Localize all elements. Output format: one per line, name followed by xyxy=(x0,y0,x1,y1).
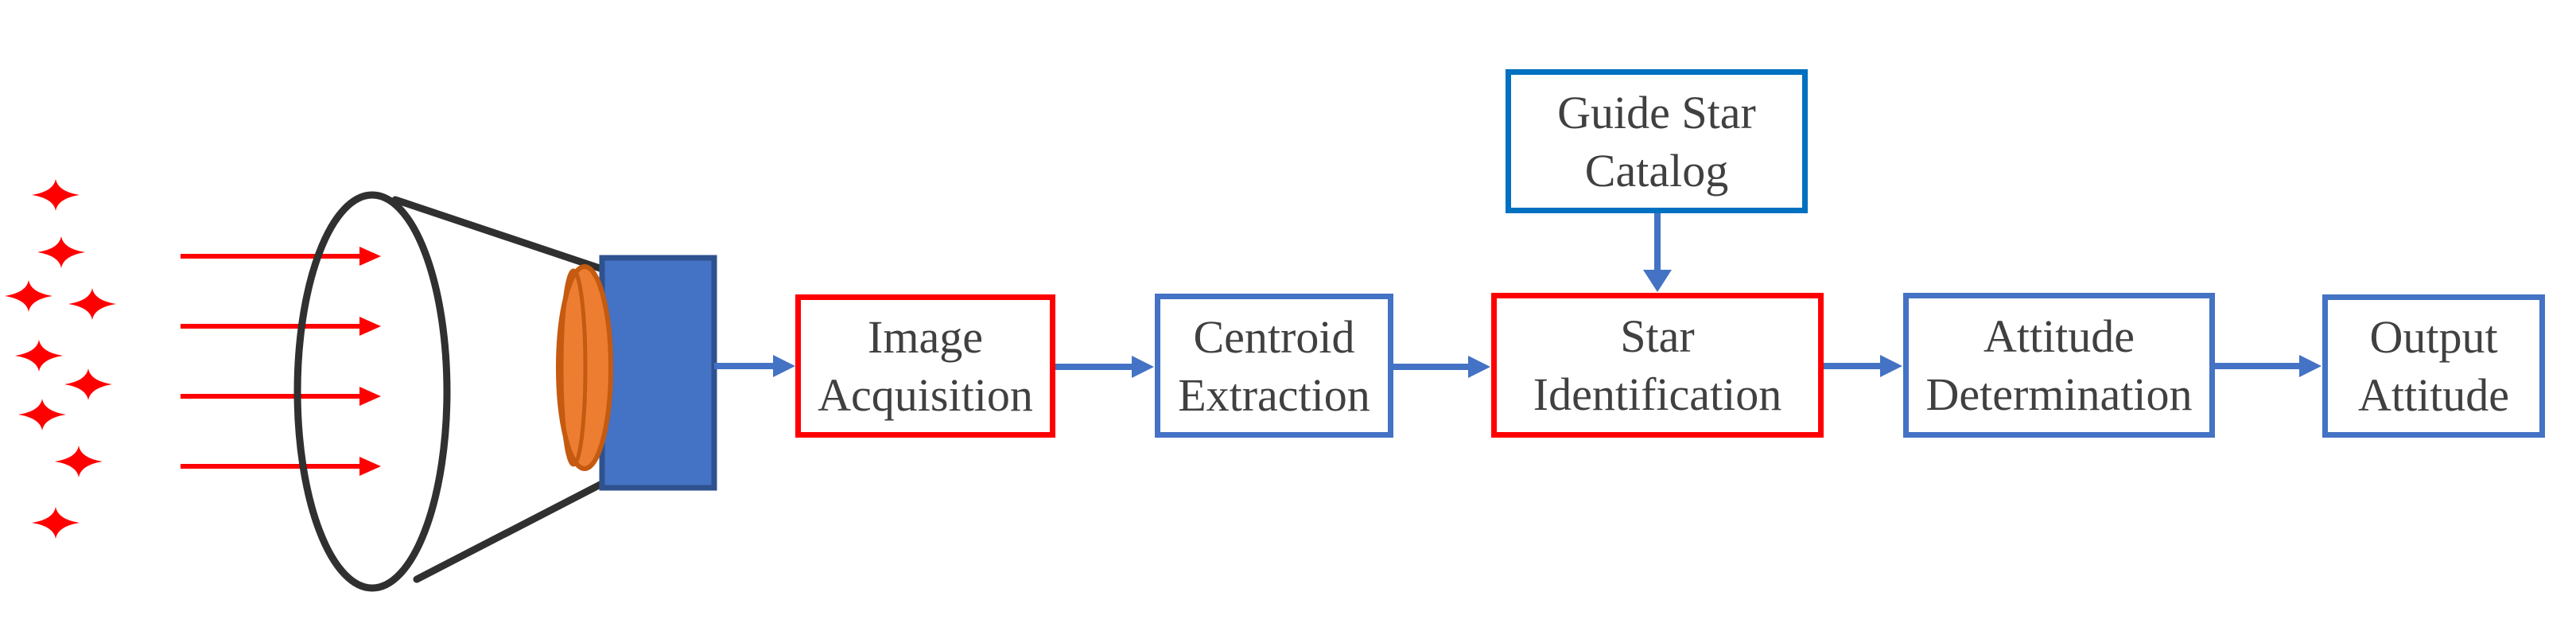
star-icon xyxy=(15,340,63,372)
box-centroid-extraction: Centroid Extraction xyxy=(1155,294,1393,438)
telescope-icon xyxy=(293,191,717,592)
telescope-cone-top-line xyxy=(391,196,608,274)
stars-group xyxy=(5,179,116,539)
box-label-line: Star xyxy=(1620,310,1695,362)
telescope-aperture-ellipse xyxy=(293,191,451,592)
box-label-line: Image xyxy=(868,311,983,363)
arrow-star-identification-to-attitude-determination xyxy=(1824,355,1902,377)
box-label-line: Centroid xyxy=(1193,310,1355,363)
arrow-image-acquisition-to-centroid-extraction xyxy=(1055,356,1154,378)
star-icon xyxy=(37,236,85,268)
box-output-attitude: Output Attitude xyxy=(2322,294,2545,438)
light-ray-arrowhead-icon xyxy=(359,317,381,336)
box-label-line: Extraction xyxy=(1178,368,1370,421)
box-label-line: Guide Star xyxy=(1557,86,1756,138)
arrow-centroid-extraction-to-star-identification xyxy=(1393,356,1490,378)
box-label-line: Identification xyxy=(1533,368,1782,420)
image-sensor-icon xyxy=(599,255,717,491)
arrow-head-icon xyxy=(773,355,795,377)
star-icon xyxy=(32,507,80,539)
lens-front-face-line xyxy=(559,268,588,467)
star-icon xyxy=(55,446,103,477)
arrow-head-icon xyxy=(1643,270,1672,292)
light-ray-arrowhead-icon xyxy=(359,457,381,476)
star-icon xyxy=(18,399,66,430)
arrow-head-icon xyxy=(1468,356,1490,378)
star-icon xyxy=(64,368,112,400)
light-rays-group xyxy=(181,247,381,476)
box-label-line: Catalog xyxy=(1584,144,1729,197)
arrow-guide-star-catalog-to-star-identification xyxy=(1643,213,1672,292)
box-image-acquisition: Image Acquisition xyxy=(795,294,1055,438)
box-label-line: Attitude xyxy=(2357,369,2510,421)
arrow-attitude-determination-to-output-attitude xyxy=(2215,355,2322,377)
arrow-head-icon xyxy=(2299,355,2322,377)
box-attitude-determination: Attitude Determination xyxy=(1903,293,2215,438)
light-ray-arrowhead-icon xyxy=(359,387,381,406)
box-label-line: Determination xyxy=(1925,368,2193,420)
star-icon xyxy=(68,288,116,320)
box-guide-star-catalog: Guide Star Catalog xyxy=(1506,69,1808,213)
arrow-head-icon xyxy=(1132,356,1154,378)
star-icon xyxy=(32,179,80,211)
box-label-line: Acquisition xyxy=(818,369,1033,421)
box-star-identification: Star Identification xyxy=(1491,293,1824,438)
arrow-head-icon xyxy=(1880,355,1902,377)
star-icon xyxy=(5,280,52,312)
box-label-line: Output xyxy=(2369,311,2498,363)
telescope-cone-bottom-line xyxy=(413,471,623,583)
arrow-sensor-to-image-acquisition xyxy=(714,355,795,377)
connector-arrows xyxy=(714,213,2322,378)
light-ray-arrowhead-icon xyxy=(359,247,381,266)
box-label-line: Attitude xyxy=(1983,310,2135,362)
